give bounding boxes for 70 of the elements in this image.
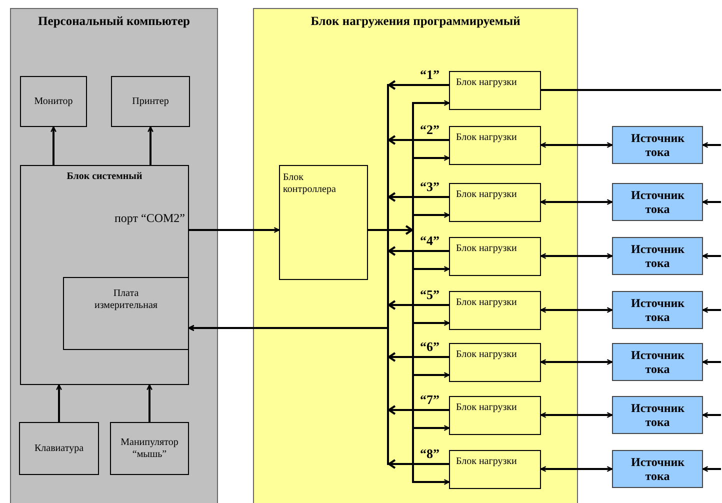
- channel-number: “1”: [420, 69, 440, 81]
- arrow: [540, 359, 613, 365]
- arrow: [702, 412, 721, 418]
- arrow: [189, 227, 280, 233]
- arrow: [148, 126, 154, 165]
- block-box: [19, 422, 99, 475]
- controller-box: [279, 165, 368, 280]
- channel-number: “7”: [420, 394, 440, 406]
- current-source-box: [612, 291, 703, 329]
- block-label: Источник тока: [630, 455, 686, 483]
- block-label: Источник тока: [630, 242, 686, 270]
- block-label: Источник тока: [630, 348, 686, 376]
- port-label: порт “COM2”: [114, 212, 185, 225]
- block-label: Источник тока: [630, 188, 686, 216]
- block-box: [111, 76, 190, 127]
- block-label: Блок нагрузки: [456, 189, 518, 201]
- block-label: Блок контроллера: [283, 172, 337, 196]
- computer-panel: [10, 8, 218, 503]
- arrow: [50, 126, 56, 165]
- block-label: Источник тока: [630, 131, 686, 159]
- arrow: [540, 253, 613, 259]
- system-unit-box: [20, 165, 189, 385]
- channel-number: “5”: [420, 289, 440, 301]
- panel-title: Персональный компьютер: [37, 15, 191, 27]
- arrow: [702, 253, 721, 259]
- arrow: [540, 412, 613, 418]
- channel-number: “4”: [420, 235, 440, 247]
- block-label: Клавиатура: [33, 442, 85, 454]
- block-label: Блок нагрузки: [456, 456, 518, 468]
- arrow: [702, 142, 721, 148]
- channel-number: “8”: [420, 448, 440, 460]
- channel-number: “3”: [420, 181, 440, 193]
- block-label: Блок нагрузки: [456, 77, 518, 89]
- arrow: [146, 384, 152, 422]
- arrow: [540, 199, 613, 205]
- arrow: [702, 359, 721, 365]
- current-source-box: [612, 450, 703, 488]
- arrow: [540, 307, 613, 313]
- block-label: Манипулятор “мышь”: [120, 436, 180, 460]
- block-label: Блок нагрузки: [456, 243, 518, 255]
- channel-number: “6”: [420, 341, 440, 353]
- current-source-box: [612, 183, 703, 221]
- panel-title: Блок нагружения программируемый: [310, 15, 522, 27]
- block-label: Источник тока: [630, 401, 686, 429]
- block-label: Монитор: [33, 96, 74, 108]
- current-source-box: [612, 343, 703, 381]
- block-label: Блок нагрузки: [456, 297, 518, 309]
- current-source-box: [612, 126, 703, 164]
- block-label: Блок нагрузки: [456, 402, 518, 414]
- arrow: [56, 384, 62, 422]
- block-label: Принтер: [131, 96, 170, 108]
- arrow: [540, 142, 613, 148]
- channel-number: “2”: [420, 124, 440, 136]
- arrow: [702, 199, 721, 205]
- block-label: Блок нагрузки: [456, 132, 518, 144]
- block-box: [63, 277, 189, 350]
- current-source-box: [612, 237, 703, 275]
- block-box: [110, 422, 189, 475]
- block-label: Блок нагрузки: [456, 349, 518, 361]
- arrow: [540, 466, 613, 472]
- arrow: [702, 307, 721, 313]
- block-box: [20, 76, 87, 127]
- block-label: Источник тока: [630, 296, 686, 324]
- connector-line: [541, 89, 721, 91]
- load-unit-panel: [253, 8, 578, 503]
- current-source-box: [612, 396, 703, 434]
- panel-title: Блок системный: [66, 171, 144, 183]
- block-label: Плата измерительная: [93, 288, 159, 312]
- arrow: [702, 466, 721, 472]
- arrow: [188, 325, 449, 465]
